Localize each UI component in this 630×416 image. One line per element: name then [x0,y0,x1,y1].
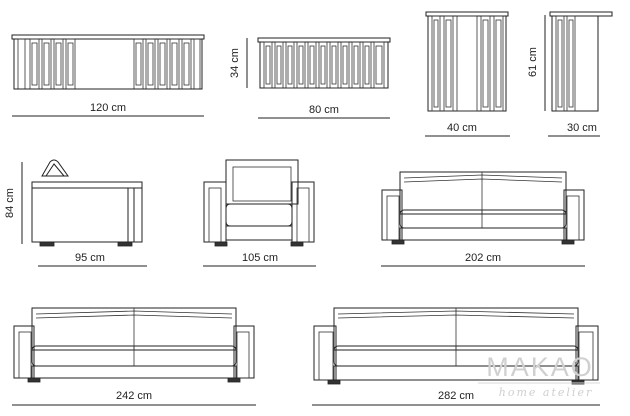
brand-tagline: home atelier [499,386,593,399]
side-table-front-drawing [425,11,509,112]
dimension-label-242: 242 cm [116,390,152,402]
dimension-label-282: 282 cm [438,390,474,402]
dimension-label-40: 40 cm [447,122,477,134]
sofa-282-drawing [313,307,599,385]
dimension-label-105: 105 cm [242,252,278,264]
dimension-label-34: 34 cm [229,48,241,78]
brand-logo: MAKAO [486,352,594,382]
sofa-202-drawing [381,171,585,245]
armchair-drawing [203,159,315,247]
dimension-label-80: 80 cm [309,104,339,116]
side-table-side-drawing [549,11,613,112]
dimension-label-61: 61 cm [527,47,539,77]
dimension-label-30: 30 cm [567,122,597,134]
dimension-label-120: 120 cm [90,102,126,114]
sofa-242-drawing [13,307,255,383]
dimension-label-84: 84 cm [4,188,16,218]
dimension-label-202: 202 cm [465,252,501,264]
dimension-label-95: 95 cm [75,252,105,264]
coffee-table-120-drawing [11,34,205,90]
coffee-table-80-drawing [257,37,391,89]
sofa-side-view-drawing [31,159,143,247]
